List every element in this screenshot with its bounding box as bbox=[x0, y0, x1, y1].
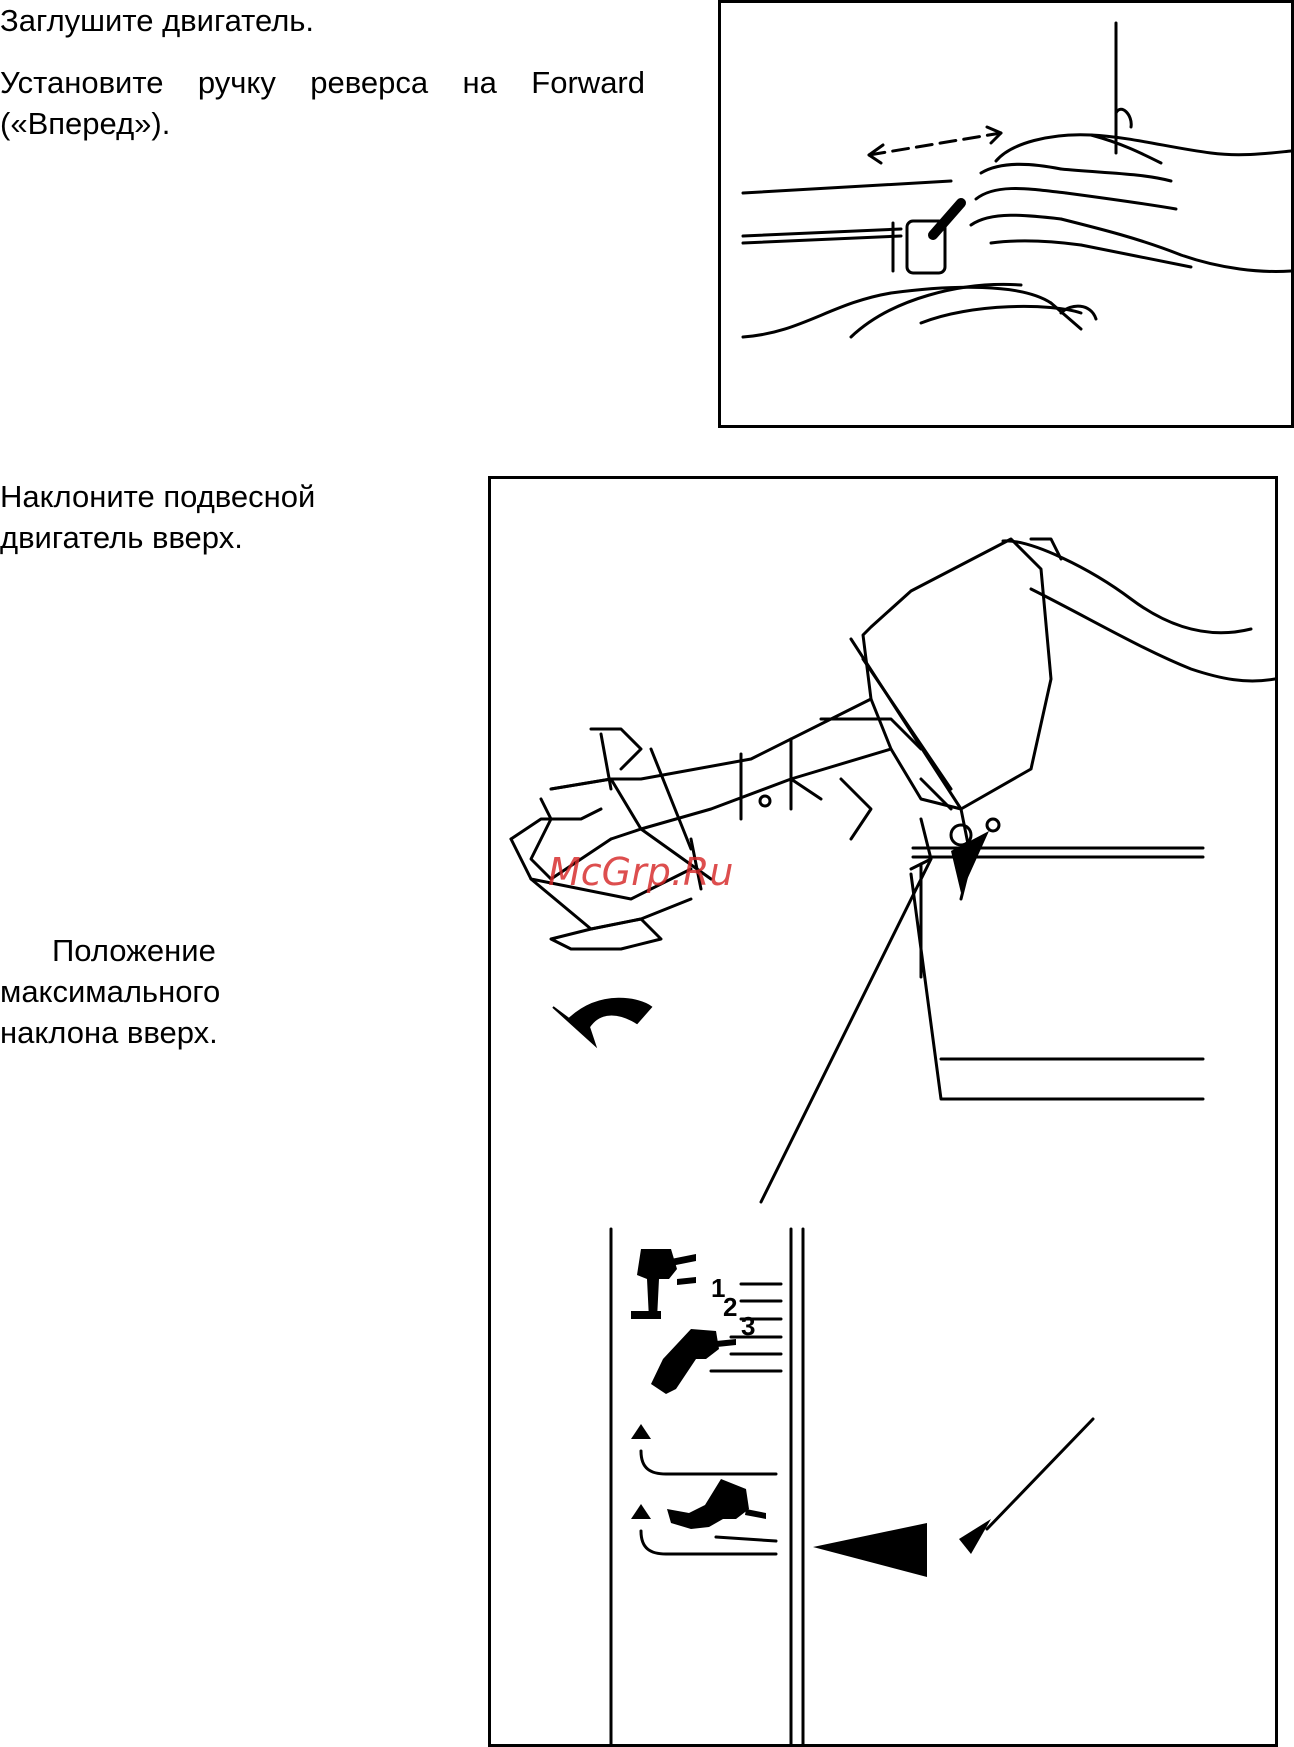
tilt-up-drawing: 1 2 3 bbox=[491, 479, 1275, 1744]
max-tilt-callout-line1: Положение bbox=[0, 933, 216, 968]
tilt-position-3-label: 3 bbox=[741, 1311, 755, 1341]
max-tilt-callout-line3: наклона вверх. bbox=[0, 1015, 218, 1050]
instruction-shift-forward: Установите ручку реверса на Forward («Вп… bbox=[0, 62, 645, 144]
max-tilt-callout: Положение максимального наклона вверх. bbox=[0, 930, 300, 1053]
instruction-tilt-up-line1: Наклоните подвесной bbox=[0, 479, 315, 514]
instruction-tilt-up: Наклоните подвесной двигатель вверх. bbox=[0, 476, 420, 558]
tilt-position-2-label: 2 bbox=[723, 1292, 737, 1322]
shift-lever-illustration bbox=[718, 0, 1294, 428]
max-tilt-callout-line2: максимального bbox=[0, 974, 220, 1009]
tilt-up-illustration: 1 2 3 bbox=[488, 476, 1278, 1747]
watermark: McGrp.Ru bbox=[548, 850, 733, 894]
instruction-stop-engine: Заглушите двигатель. bbox=[0, 0, 314, 41]
shift-lever-drawing bbox=[721, 3, 1291, 425]
instruction-tilt-up-line2: двигатель вверх. bbox=[0, 520, 243, 555]
